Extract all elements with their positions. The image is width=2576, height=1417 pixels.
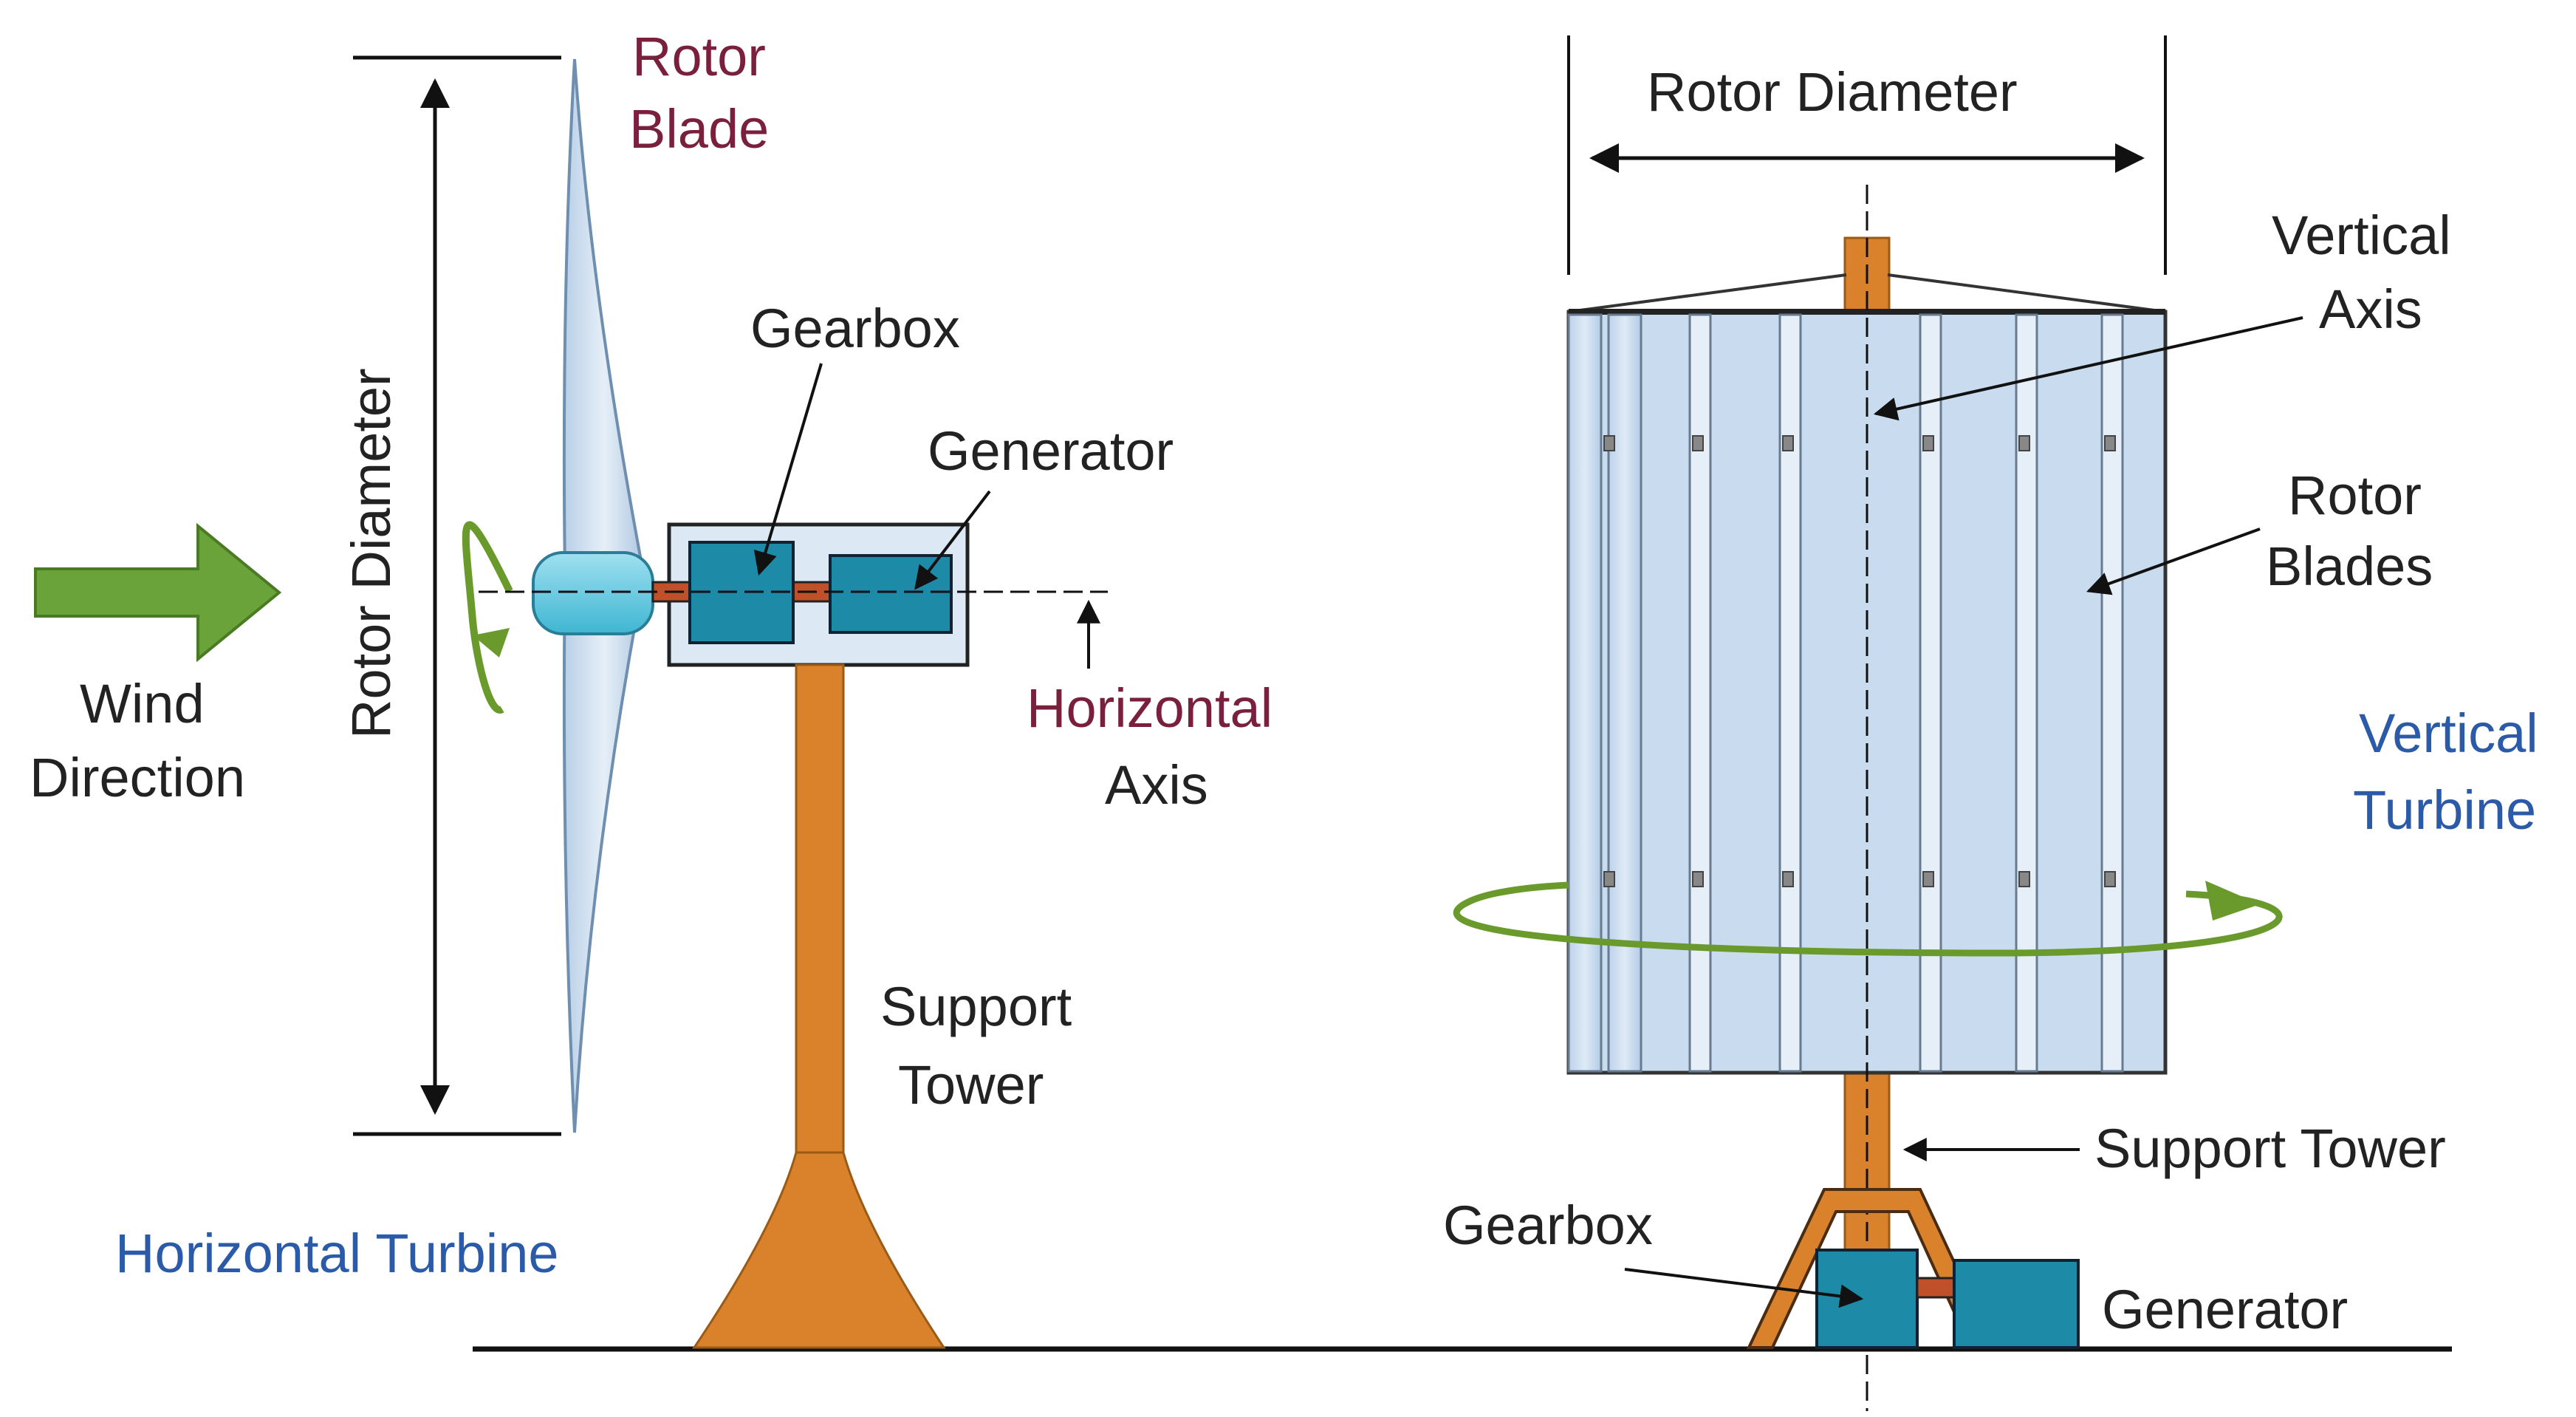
wind-direction-label-line1: Wind bbox=[80, 673, 205, 734]
vertical-base-frame bbox=[1746, 1188, 1997, 1349]
top-brace-left bbox=[1568, 273, 1847, 313]
vertical-gearbox bbox=[1815, 1249, 1919, 1349]
horizontal-tower-base bbox=[692, 1151, 946, 1349]
wind-direction-arrow bbox=[34, 522, 282, 663]
rotor-blades-pointer bbox=[2086, 527, 2261, 595]
vertical-gearbox-pointer bbox=[1624, 1268, 1864, 1308]
vertical-generator-label: Generator bbox=[2102, 1279, 2348, 1340]
horizontal-generator bbox=[829, 554, 953, 634]
gearbox-pointer bbox=[753, 363, 823, 576]
rotor-blade-label-line2: Blade bbox=[629, 98, 769, 160]
vertical-gearbox-label: Gearbox bbox=[1443, 1195, 1653, 1256]
rotor-blades-label-line1: Rotor bbox=[2288, 465, 2422, 526]
rotor-hub bbox=[532, 551, 654, 635]
vertical-rotation-arrowhead bbox=[2205, 881, 2260, 921]
rotor-blade-label-line1: Rotor bbox=[632, 26, 766, 87]
rotor-diameter-label: Rotor Diameter bbox=[340, 368, 402, 739]
vertical-axis-label-line1: Vertical bbox=[2272, 205, 2451, 266]
horizontal-rotation-arrowhead bbox=[473, 628, 510, 658]
horizontal-turbine-title: Horizontal Turbine bbox=[115, 1223, 559, 1284]
vertical-rotor-diameter-label: Rotor Diameter bbox=[1647, 61, 2018, 123]
support-tower-label-line1: Support bbox=[880, 976, 1072, 1037]
vertical-axis-label-line2: Axis bbox=[2319, 279, 2422, 340]
generator-label: Generator bbox=[928, 420, 1174, 482]
top-brace-right bbox=[1887, 273, 2166, 313]
vertical-rotation-arrow bbox=[1453, 881, 2283, 957]
vertical-shaft-link bbox=[1916, 1277, 1956, 1299]
rotor-blades-label-line2: Blades bbox=[2266, 536, 2433, 597]
horizontal-tower-column bbox=[795, 663, 845, 1184]
horizontal-axis-label-line2: Axis bbox=[1105, 754, 1208, 816]
horizontal-axis-label-line1: Horizontal bbox=[1027, 677, 1272, 739]
generator-pointer bbox=[914, 490, 991, 590]
wind-direction-label-line2: Direction bbox=[30, 747, 245, 808]
vertical-turbine-title-line1: Vertical bbox=[2359, 703, 2538, 764]
gearbox-label: Gearbox bbox=[750, 298, 960, 359]
horizontal-rotation-arrow bbox=[462, 521, 513, 714]
vertical-generator bbox=[1953, 1259, 2080, 1349]
vertical-axis-pointer bbox=[1873, 316, 2303, 421]
support-tower-label-line2: Tower bbox=[898, 1054, 1044, 1116]
vertical-rotor-blades bbox=[1567, 313, 2124, 1073]
vertical-support-tower-label: Support Tower bbox=[2094, 1118, 2446, 1179]
vertical-turbine-title-line2: Turbine bbox=[2353, 779, 2536, 841]
